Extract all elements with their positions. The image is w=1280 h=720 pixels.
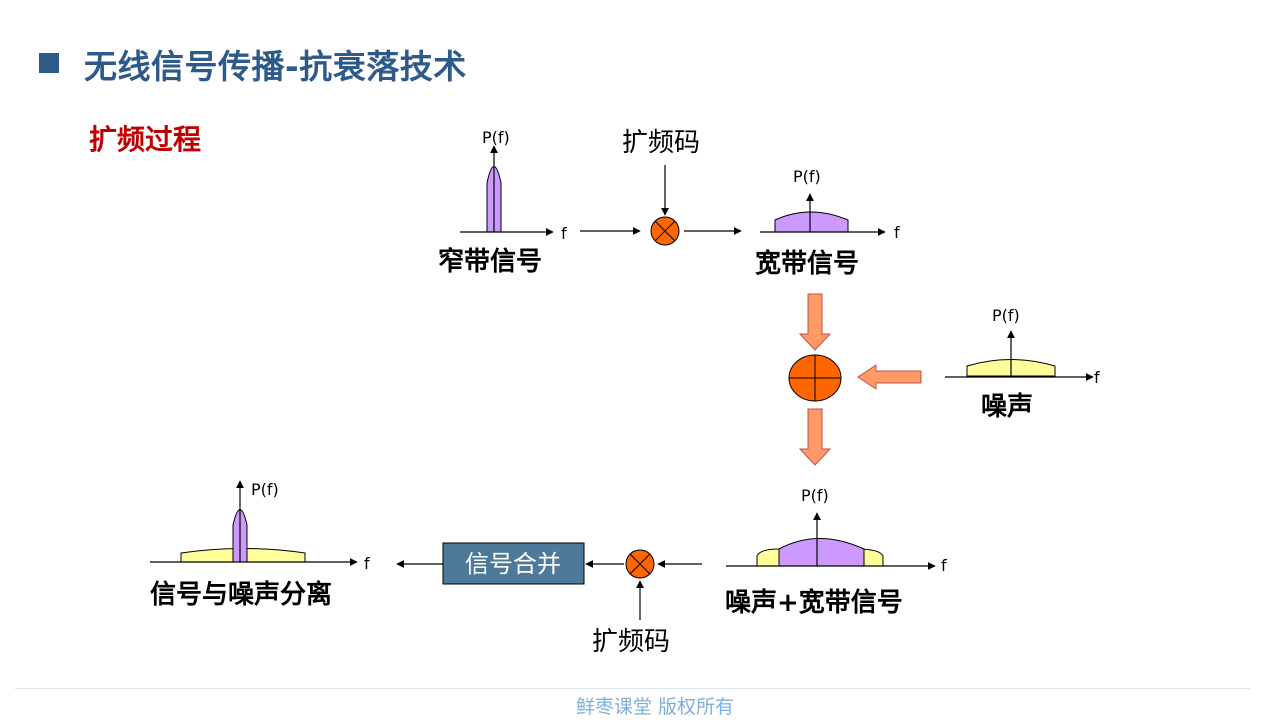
bottom-mixer-icon	[625, 549, 655, 579]
top-mixer-icon	[650, 216, 680, 246]
wideband-freq-label: f	[894, 223, 900, 242]
output-freq-label: f	[364, 554, 370, 573]
narrowband-power-label: P(f)	[482, 128, 510, 147]
down-arrow-wideband-to-adder	[798, 293, 832, 351]
footer-copyright: 鲜枣课堂 版权所有	[575, 696, 735, 718]
adder-icon	[788, 354, 842, 402]
footer-divider	[15, 688, 1250, 689]
wideband-label: 宽带信号	[755, 248, 859, 279]
noise-plus-wideband-spectrum: P(f) f 噪声+宽带信号	[725, 486, 947, 618]
sum-signal-hump	[778, 538, 865, 567]
section-subtitle: 扩频过程	[89, 123, 202, 156]
down-arrow-adder-to-sum	[798, 408, 832, 466]
narrowband-spectrum: P(f) f 窄带信号	[438, 128, 567, 277]
narrowband-freq-label: f	[561, 224, 567, 243]
separated-spectrum: P(f) f 信号与噪声分离	[150, 480, 370, 610]
slide-title: 无线信号传播-抗衰落技术	[84, 47, 467, 86]
separation-label: 信号与噪声分离	[150, 579, 332, 610]
top-spreading-code-label: 扩频码	[622, 128, 700, 158]
sum-power-label: P(f)	[801, 486, 829, 505]
noise-plus-wideband-label: 噪声+宽带信号	[725, 587, 903, 618]
title-bullet-icon	[39, 53, 59, 73]
narrowband-label: 窄带信号	[438, 246, 542, 277]
sum-freq-label: f	[941, 556, 947, 575]
wideband-hump	[774, 211, 849, 233]
noise-power-label: P(f)	[992, 306, 1020, 325]
output-power-label: P(f)	[251, 480, 279, 499]
signal-combine-label: 信号合并	[465, 550, 561, 578]
noise-freq-label: f	[1094, 368, 1100, 387]
left-arrow-noise-to-adder	[857, 364, 922, 390]
bottom-spreading-code-label: 扩频码	[592, 627, 670, 657]
noise-label: 噪声	[981, 392, 1033, 422]
signal-combine-box: 信号合并	[442, 542, 585, 585]
noise-spectrum: P(f) f 噪声	[945, 306, 1100, 422]
wideband-spectrum: P(f) f 宽带信号	[755, 167, 900, 279]
wideband-power-label: P(f)	[793, 167, 821, 186]
